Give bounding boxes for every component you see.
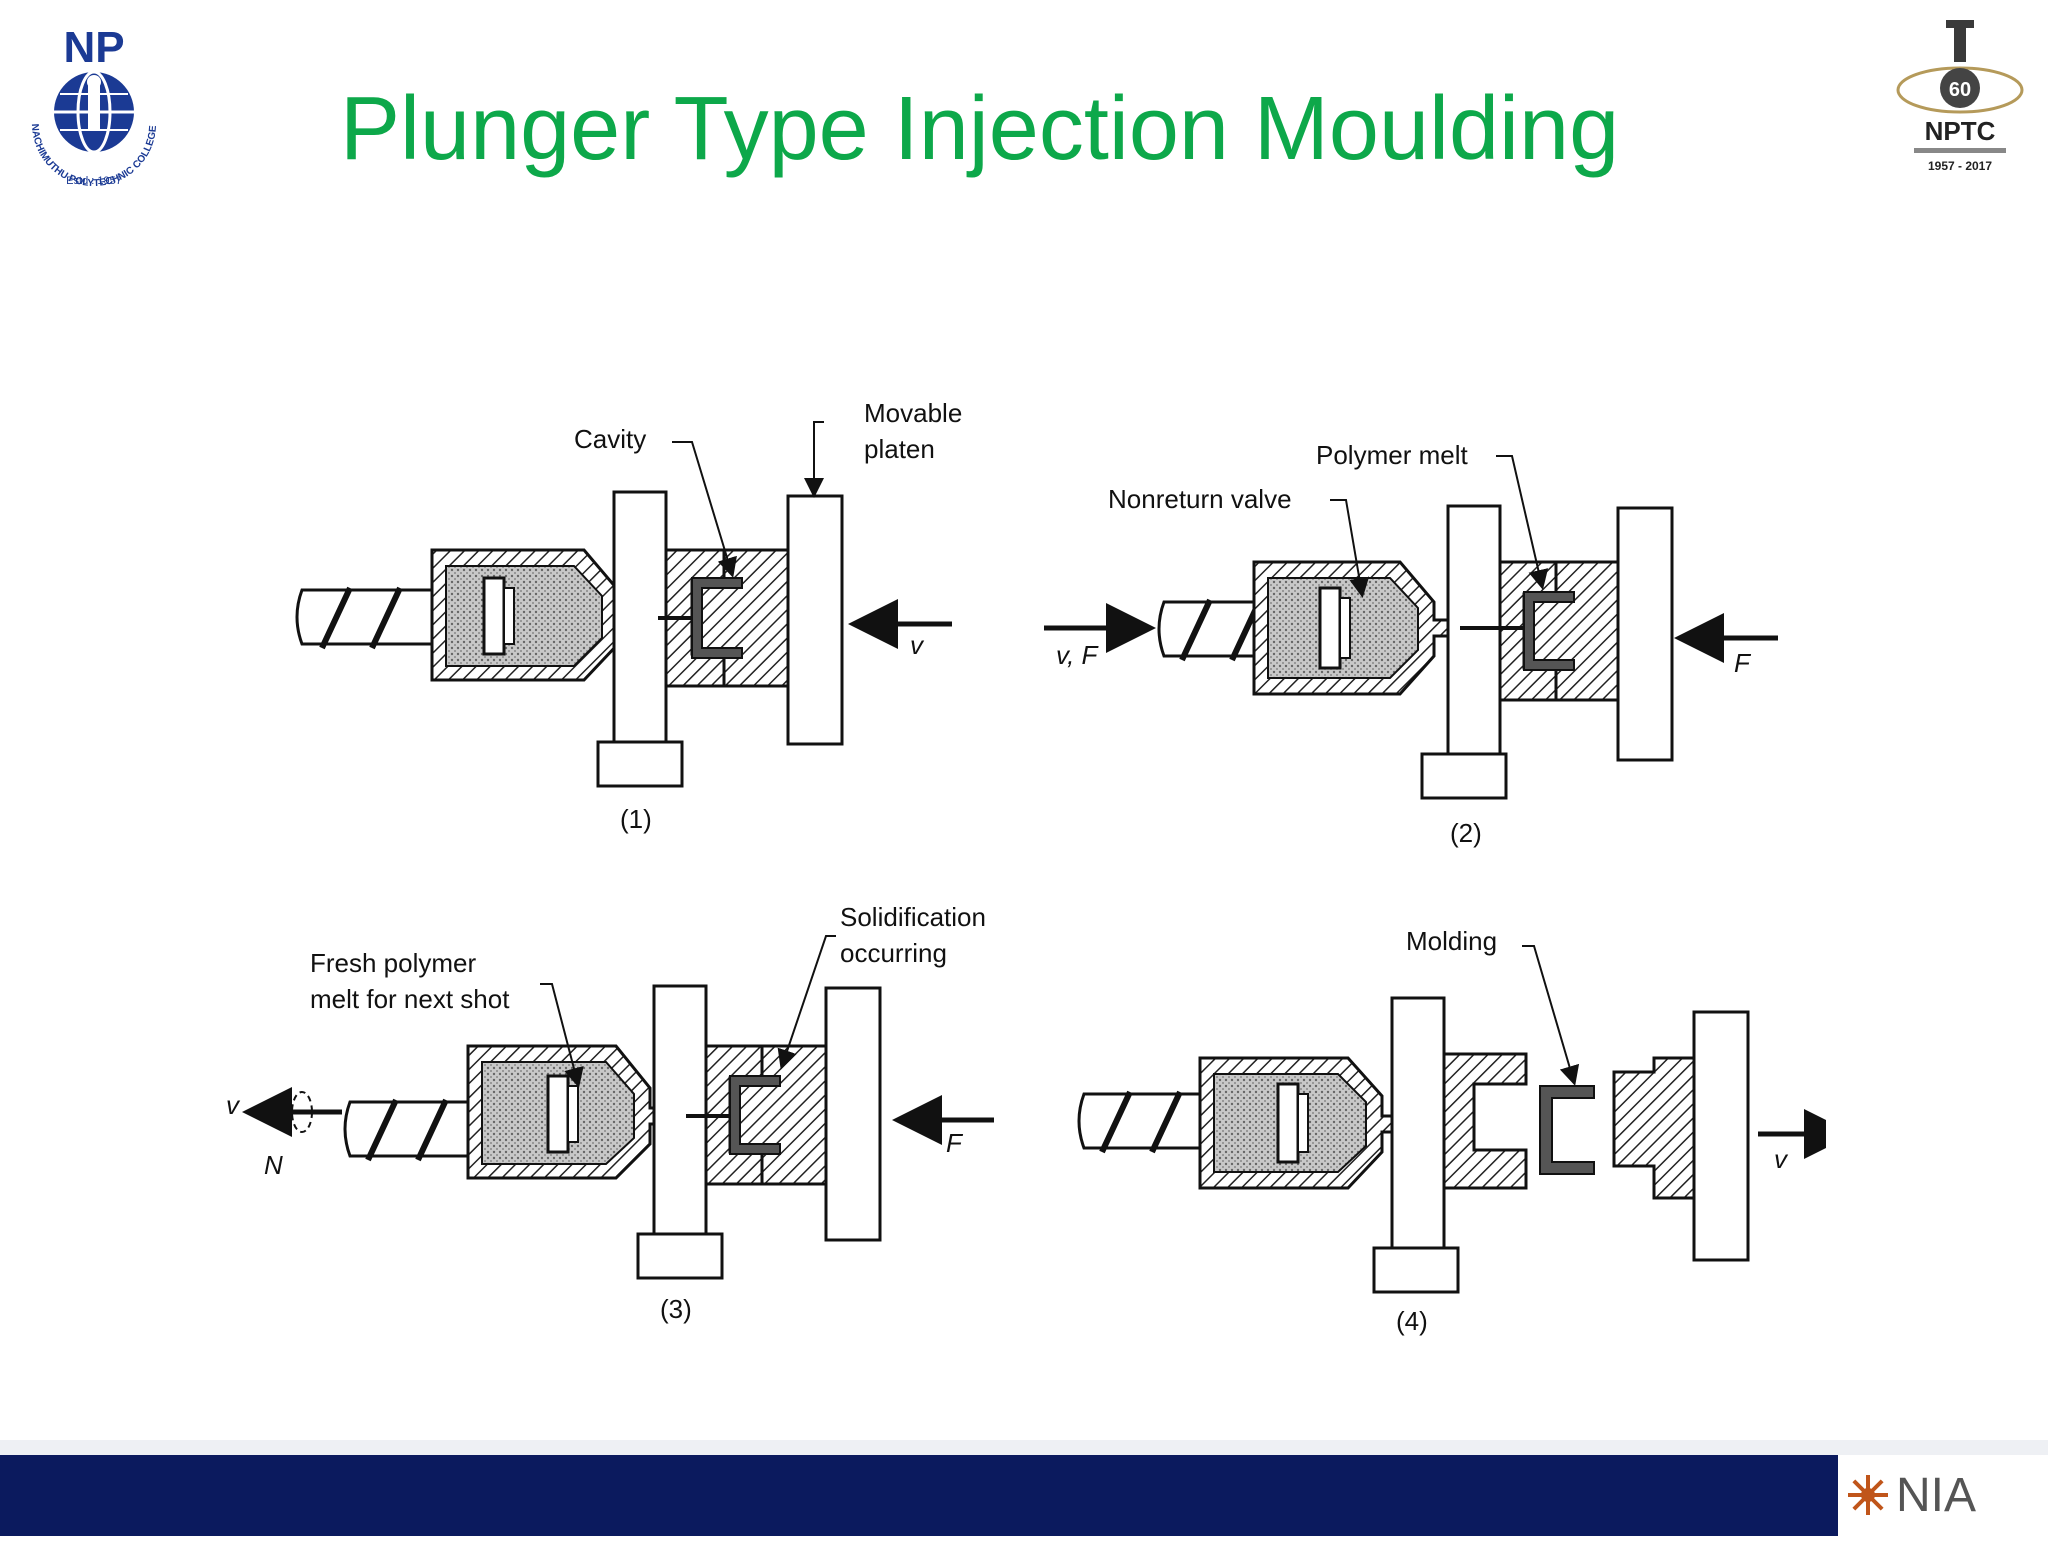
label-fresh-1: Fresh polymer xyxy=(310,948,476,978)
stage-2 xyxy=(1044,455,1778,800)
nia-text: NIA xyxy=(1896,1469,1976,1522)
label-movable-2: platen xyxy=(864,434,935,464)
slide-title: Plunger Type Injection Moulding xyxy=(340,79,1620,179)
footer-bar xyxy=(0,1455,2048,1536)
injection-moulding-diagram: Cavity Movable platen v (1) Polymer melt… xyxy=(226,398,1826,1336)
stage-4 xyxy=(1077,945,1826,1294)
label-movable-1: Movable xyxy=(864,398,962,428)
symbol-v3: v xyxy=(226,1090,241,1120)
symbol-f2: F xyxy=(1734,648,1752,678)
stage-1 xyxy=(295,421,952,788)
label-molding: Molding xyxy=(1406,926,1497,956)
label-fresh-2: melt for next shot xyxy=(310,984,510,1014)
jubilee-name: NPTC xyxy=(1925,116,1996,146)
stage-3 xyxy=(242,935,994,1280)
symbol-v1: v xyxy=(910,630,925,660)
nia-logo: NIA xyxy=(1848,1469,1976,1522)
college-logo: NP NACHIMUTHU POLYTECHNIC COLLEGE POLLAC… xyxy=(14,14,159,189)
symbol-vf: v, F xyxy=(1056,640,1100,670)
nia-logo-box: NIA xyxy=(1838,1455,2048,1536)
stage-label-2: (2) xyxy=(1450,818,1482,848)
jubilee-years: 1957 - 2017 xyxy=(1928,159,1992,173)
symbol-n3: N xyxy=(264,1150,283,1180)
label-solid-2: occurring xyxy=(840,938,947,968)
label-cavity: Cavity xyxy=(574,424,646,454)
label-nonreturn-valve: Nonreturn valve xyxy=(1108,484,1292,514)
symbol-v4: v xyxy=(1774,1144,1789,1174)
stage-label-4: (4) xyxy=(1396,1306,1428,1336)
footer-divider xyxy=(0,1440,2048,1455)
stage-label-1: (1) xyxy=(620,804,652,834)
stage-label-3: (3) xyxy=(660,1294,692,1324)
logo-initials: NP xyxy=(63,23,124,72)
logo-estd: Estd : 1957 xyxy=(66,175,122,187)
jubilee-logo: 60 NPTC 1957 - 2017 xyxy=(1896,20,2024,173)
jubilee-number: 60 xyxy=(1949,79,1971,101)
label-solid-1: Solidification xyxy=(840,902,986,932)
symbol-f3: F xyxy=(946,1128,964,1158)
label-polymer-melt: Polymer melt xyxy=(1316,440,1468,470)
